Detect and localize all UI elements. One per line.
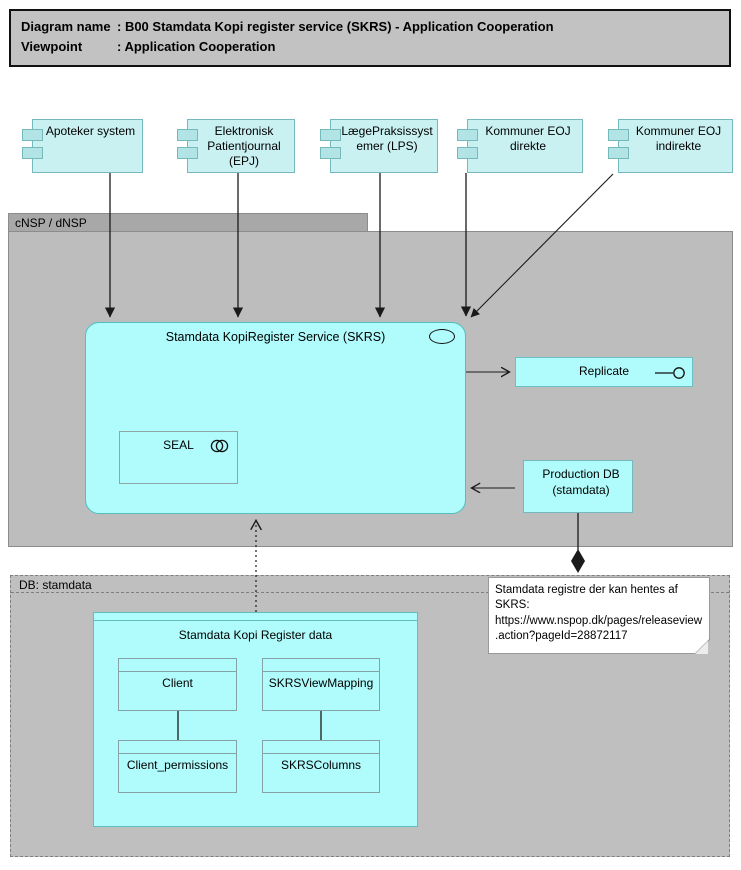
table-top-strip bbox=[263, 659, 379, 672]
table-client-permissions: Client_permissions bbox=[118, 740, 237, 793]
component-lps-label: LægePraksissystemer (LPS) bbox=[341, 124, 433, 153]
table-top-strip bbox=[263, 741, 379, 754]
application-service-icon bbox=[429, 329, 455, 344]
note-text: Stamdata registre der kan hentes af SKRS… bbox=[495, 584, 703, 642]
composition-diamond-icon bbox=[571, 549, 585, 573]
table-client-label: Client bbox=[162, 676, 193, 690]
group-db-stamdata-header: DB: stamdata bbox=[11, 576, 729, 593]
service-replicate: Replicate bbox=[515, 357, 693, 387]
component-tab-icon bbox=[608, 147, 629, 159]
component-tab-icon bbox=[320, 147, 341, 159]
diagram-title-bar: Diagram name : B00 Stamdata Kopi registe… bbox=[9, 9, 731, 67]
component-tab-icon bbox=[457, 129, 478, 141]
component-tab-icon bbox=[22, 147, 43, 159]
component-tab-icon bbox=[608, 129, 629, 141]
table-skrscolumns-label: SKRSColumns bbox=[280, 758, 362, 772]
data-object-top-strip bbox=[94, 613, 417, 621]
table-top-strip bbox=[119, 741, 236, 754]
component-epj: Elektronisk Patientjournal (EPJ) bbox=[177, 119, 295, 173]
table-skrsviewmapping-label: SKRSViewMapping bbox=[268, 676, 374, 690]
component-apoteker-system: Apoteker system bbox=[22, 119, 143, 173]
viewpoint-label: Viewpoint bbox=[21, 38, 83, 54]
component-lps: LægePraksissystemer (LPS) bbox=[320, 119, 438, 173]
table-client-permissions-label: Client_permissions bbox=[126, 758, 229, 772]
group-cnsp-tab: cNSP / dNSP bbox=[8, 213, 368, 232]
diagram-name-row: Diagram name : B00 Stamdata Kopi registe… bbox=[21, 17, 719, 37]
diagram-name-value: : B00 Stamdata Kopi register service (SK… bbox=[117, 19, 554, 34]
component-epj-label: Elektronisk Patientjournal (EPJ) bbox=[207, 124, 281, 168]
group-db-stamdata-label: DB: stamdata bbox=[19, 578, 92, 592]
interface-lollipop-icon bbox=[655, 367, 685, 379]
component-tab-icon bbox=[177, 147, 198, 159]
service-skrs: Stamdata KopiRegister Service (SKRS) SEA… bbox=[85, 322, 466, 514]
component-kommuner-eoj-direkte: Kommuner EOJ direkte bbox=[457, 119, 583, 173]
service-skrs-label: Stamdata KopiRegister Service (SKRS) bbox=[165, 330, 386, 344]
component-tab-icon bbox=[177, 129, 198, 141]
viewpoint-row: Viewpoint : Application Cooperation bbox=[21, 37, 719, 57]
component-kommuner-eoj-indirekte-label: Kommuner EOJ indirekte bbox=[635, 124, 722, 153]
component-apoteker-system-label: Apoteker system bbox=[45, 124, 136, 138]
data-object-stamdata-kopi-register: Stamdata Kopi Register data bbox=[93, 612, 418, 827]
service-replicate-label: Replicate bbox=[578, 364, 630, 378]
component-seal: SEAL bbox=[119, 431, 238, 484]
component-kommuner-eoj-indirekte: Kommuner EOJ indirekte bbox=[608, 119, 733, 173]
component-production-db-label: Production DB (stamdata) bbox=[542, 467, 620, 497]
diagram-name-label: Diagram name bbox=[21, 19, 111, 34]
component-tab-icon bbox=[22, 129, 43, 141]
table-top-strip bbox=[119, 659, 236, 672]
table-skrsviewmapping: SKRSViewMapping bbox=[262, 658, 380, 711]
note-stamdata-registre: Stamdata registre der kan hentes af SKRS… bbox=[488, 577, 710, 654]
data-object-title: Stamdata Kopi Register data bbox=[178, 628, 333, 642]
table-skrscolumns: SKRSColumns bbox=[262, 740, 380, 793]
component-tab-icon bbox=[320, 129, 341, 141]
component-production-db: Production DB (stamdata) bbox=[523, 460, 633, 513]
component-kommuner-eoj-direkte-label: Kommuner EOJ direkte bbox=[485, 124, 571, 153]
viewpoint-value: : Application Cooperation bbox=[117, 38, 276, 54]
group-cnsp-label: cNSP / dNSP bbox=[15, 216, 87, 230]
component-tab-icon bbox=[457, 147, 478, 159]
collaboration-icon bbox=[210, 439, 229, 453]
table-client: Client bbox=[118, 658, 237, 711]
component-seal-label: SEAL bbox=[163, 438, 194, 452]
